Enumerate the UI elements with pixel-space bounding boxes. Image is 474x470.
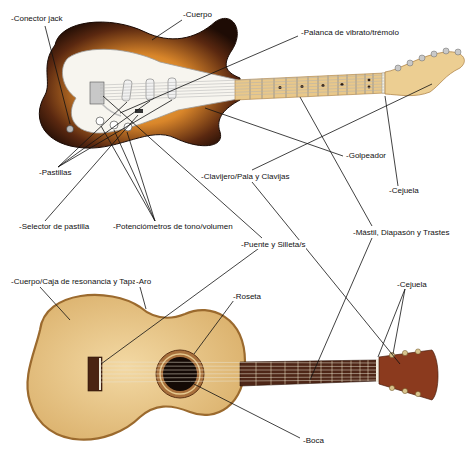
- part-label: -Aro: [135, 277, 152, 286]
- classical-guitar: [27, 295, 438, 440]
- part-label: -Boca: [302, 436, 325, 445]
- part-label: -Puente y Silleta/s: [240, 240, 306, 249]
- part-label: -Selector de pastilla: [18, 222, 90, 231]
- part-label: -Golpeador: [345, 151, 387, 160]
- part-label: -Conector jack: [10, 14, 64, 23]
- part-label: -Potenciómetros de tono/volumen: [112, 222, 234, 231]
- part-label: -Palanca de vibrato/trémolo: [300, 28, 400, 37]
- part-label: -Cejuela: [396, 280, 428, 289]
- part-label: -Cuerpo: [182, 10, 213, 19]
- part-label: -Clavijero/Pala y Clavijas: [200, 172, 290, 181]
- part-label: -Mástil, Diapasón y Trastes: [352, 228, 450, 237]
- part-label: -Cuerpo/Caja de resonancia y Tapa: [10, 277, 138, 286]
- part-label: -Cejuela: [388, 186, 420, 195]
- part-label: -Pastillas: [38, 168, 72, 177]
- part-label: -Roseta: [232, 292, 262, 301]
- electric-guitar: [39, 18, 464, 148]
